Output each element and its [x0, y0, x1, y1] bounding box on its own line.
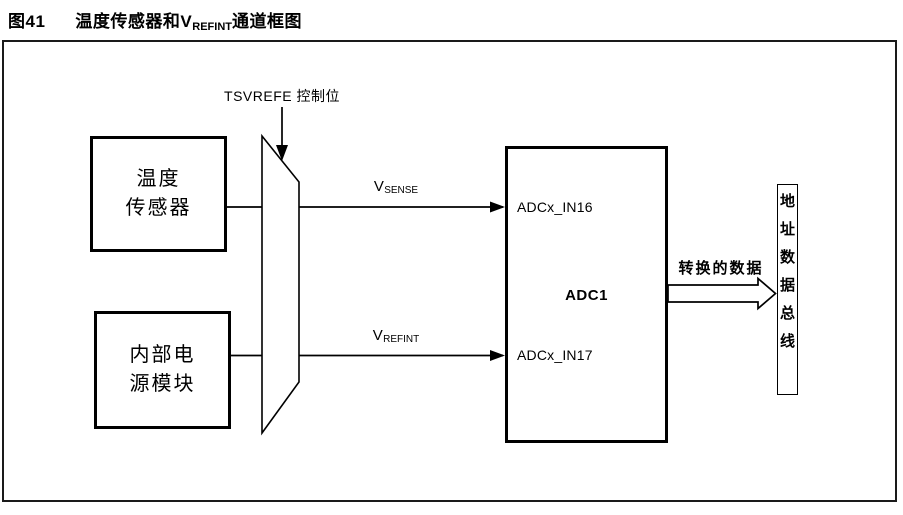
converted-data-label: 转换的数据	[678, 261, 764, 277]
figure-title-subscript: REFINT	[192, 21, 232, 33]
control-arrowhead-icon	[276, 145, 288, 161]
data-bus-box: 地址数据总线	[777, 184, 798, 395]
temp-sensor-label-line1: 温度	[136, 168, 181, 190]
adc-name: ADC1	[565, 287, 608, 304]
data-bus-label: 地址数据总线	[779, 194, 795, 350]
figure-number: 图41	[8, 12, 46, 31]
power-module-label-line2: 源模块	[129, 373, 196, 395]
power-module-box: 内部电 源模块	[94, 311, 231, 429]
power-module-label-line1: 内部电	[129, 344, 196, 366]
adc-input-in16: ADCx_IN16	[517, 199, 593, 215]
adc-box: ADCx_IN16 ADC1 ADCx_IN17	[505, 146, 668, 443]
temp-sensor-box: 温度 传感器	[90, 136, 227, 252]
adc-input-in17: ADCx_IN17	[517, 347, 593, 363]
vsense-signal-label: VSENSE	[373, 178, 419, 196]
vsense-arrowhead-icon	[490, 201, 505, 213]
figure-caption: 图41 温度传感器和VREFINT通道框图	[8, 7, 302, 33]
connector-layer	[227, 107, 777, 436]
figure-title: 温度传感器和VREFINT通道框图	[75, 12, 302, 33]
output-arrow-icon	[667, 276, 777, 311]
control-bit-label: TSVREFE 控制位	[224, 88, 340, 104]
vrefint-signal-label: VREFINT	[372, 327, 420, 345]
mux-shape	[261, 133, 300, 436]
diagram-frame: TSVREFE 控制位 温度 传感器 内部电 源模块 VSENSE VREFIN…	[2, 40, 897, 502]
temp-sensor-label-line2: 传感器	[125, 197, 192, 219]
vrefint-arrowhead-icon	[490, 350, 505, 361]
